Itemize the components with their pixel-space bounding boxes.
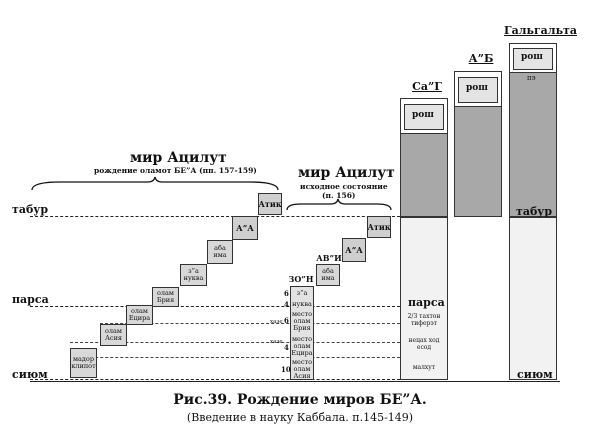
sag-tiferet: 2/3 тахтон тиферэт: [407, 313, 441, 327]
zon-cell-za: з”а: [296, 288, 308, 297]
zon-cell-yetsira: место олам Ецира: [291, 334, 313, 357]
ab-title: А”Б: [468, 52, 494, 65]
galgalta-title: Гальгальта: [504, 24, 577, 37]
zon-num-1: 6: [284, 289, 289, 298]
zon-cell-nukva: нуква: [292, 299, 312, 308]
galgalta-rosh-box: [513, 48, 553, 70]
stair-atik: Атик: [258, 193, 282, 215]
galgalta-sium-label: сиюм: [517, 368, 553, 381]
sag-title: Са”Г: [412, 80, 442, 93]
mid-stair-avi: АВ”И: [316, 252, 342, 264]
mid-stair-arich-anpin: А”А: [342, 238, 366, 262]
sag-body: [400, 133, 448, 217]
tabur-line: [30, 216, 400, 217]
sag-parsa-label: парса: [408, 296, 445, 309]
bottom-rule: [30, 381, 560, 382]
hazeh-label-2: хазе: [270, 339, 283, 345]
zon-divider-line-3: [70, 357, 400, 358]
left-brace: [31, 176, 279, 191]
caption-title: Рис.39. Рождение миров БЕ”А.: [173, 392, 427, 408]
sag-rosh-box: [404, 104, 444, 130]
sag-netsah: нецах ход есод: [408, 337, 440, 351]
galgalta-body: [509, 72, 557, 217]
galgalta-lower: [509, 217, 557, 380]
hazeh-label-1: хазе: [270, 319, 283, 325]
mid-group-title: мир Ацилут: [298, 165, 395, 181]
zon-num-4: 4: [284, 343, 289, 352]
galgalta-rosh-label: рош: [521, 52, 543, 62]
galgalta-tabur-label: табур: [516, 205, 553, 218]
zon-num-2: 4: [284, 300, 289, 309]
zon-divider-line-1: [100, 323, 400, 324]
zon-cell-asiya: место олам Асия: [291, 357, 313, 380]
zon-num-5: 10: [281, 365, 291, 374]
zon-cell-briya: место олам Брия: [291, 309, 313, 332]
mid-stair-atik: Атик: [367, 216, 391, 238]
galgalta-pe-label: пэ: [527, 74, 536, 82]
sag-lower: [400, 217, 448, 380]
sium-line: [30, 379, 400, 380]
parsa-line: [30, 306, 400, 307]
left-group-subtitle: рождение оламот БЕ”А (пп. 157-159): [94, 166, 257, 175]
caption-subtitle: (Введение в науку Каббала. п.145-149): [186, 411, 414, 424]
mid-group-subtitle1: исходное состояние: [300, 182, 388, 191]
parsa-label: парса: [12, 293, 49, 306]
tabur-label: табур: [12, 203, 49, 216]
zon-divider-line-2: [70, 342, 400, 343]
ab-rosh-label: рош: [466, 83, 488, 93]
left-group-title: мир Ацилут: [130, 150, 227, 166]
zon-column: [290, 286, 314, 380]
ab-rosh-box: [458, 77, 498, 103]
zon-num-3: 6: [284, 316, 289, 325]
zon-header: ЗО”Н: [288, 272, 314, 286]
sag-malkhut: малхут: [412, 363, 436, 371]
sag-rosh-label: рош: [412, 110, 434, 120]
mid-group-subtitle2: (п. 156): [322, 191, 356, 200]
ab-body: [454, 106, 502, 217]
stair-arich-anpin: А”А: [232, 216, 258, 240]
mid-brace: [286, 198, 392, 211]
sium-label: сиюм: [12, 368, 48, 381]
